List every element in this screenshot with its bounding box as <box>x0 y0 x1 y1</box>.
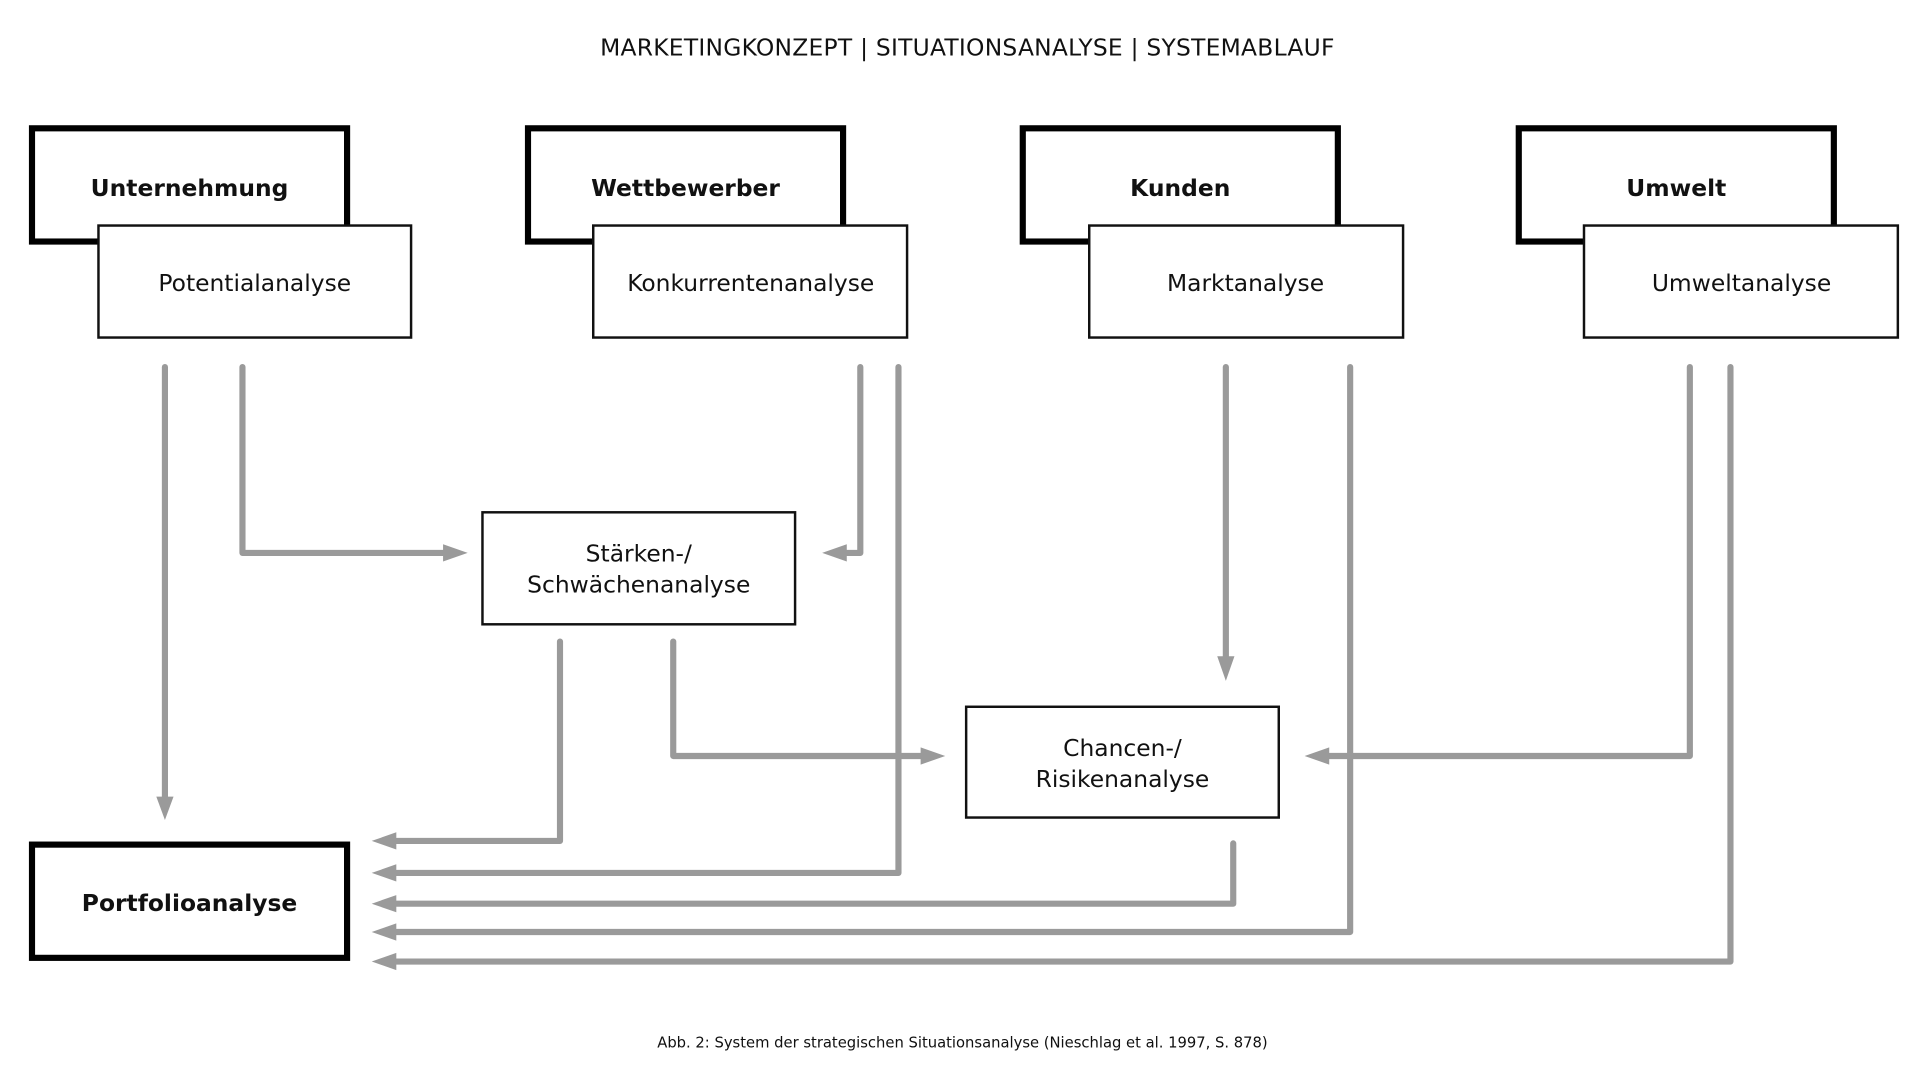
box-chancen-risiken: Chancen-/ Risikenanalyse <box>964 705 1280 819</box>
source-box-umwelt: Umwelt <box>1515 125 1837 245</box>
analysis-box-umweltanalyse: Umweltanalyse <box>1582 224 1900 339</box>
connector-staerken-chancen <box>670 638 927 760</box>
analysis-label: Umweltanalyse <box>1652 269 1831 297</box>
source-label: Wettbewerber <box>591 174 780 202</box>
arrowhead-left <box>371 864 397 882</box>
arrowhead-left <box>822 544 847 562</box>
arrowhead-right <box>443 544 468 562</box>
arrowhead-left <box>371 895 397 913</box>
analysis-box-potentialanalyse: Potentialanalyse <box>97 224 413 339</box>
source-label: Kunden <box>1130 174 1230 202</box>
arrowhead-right <box>920 747 946 765</box>
diagram-title: MARKETINGKONZEPT | SITUATIONSANALYSE | S… <box>600 34 1335 62</box>
source-label: Unternehmung <box>91 174 289 202</box>
connector-chancen-portfolio <box>390 840 1237 907</box>
box-staerken-schwaechen: Stärken-/ Schwächenanalyse <box>481 511 797 626</box>
chancen-line2: Risikenanalyse <box>1036 765 1210 793</box>
portfolio-label: Portfolioanalyse <box>82 889 297 917</box>
analysis-label: Marktanalyse <box>1167 269 1324 297</box>
connector-konkurrenten-portfolio <box>390 364 902 876</box>
analysis-box-marktanalyse: Marktanalyse <box>1088 224 1405 339</box>
box-portfolioanalyse: Portfolioanalyse <box>28 841 351 961</box>
arrowhead-left <box>371 832 397 850</box>
connector-staerken-portfolio <box>390 638 564 844</box>
arrowhead-down <box>1217 656 1235 681</box>
connector-umwelt-portfolio <box>390 364 1734 965</box>
arrowhead-left <box>1304 747 1330 765</box>
source-box-wettbewerber: Wettbewerber <box>524 125 847 245</box>
arrowhead-down <box>156 796 174 820</box>
connector-markt-portfolio <box>390 364 1354 936</box>
arrowhead-left <box>371 952 397 971</box>
source-label: Umwelt <box>1626 174 1726 202</box>
figure-caption: Abb. 2: System der strategischen Situati… <box>657 1035 1267 1052</box>
source-box-unternehmung: Unternehmung <box>28 125 351 245</box>
analysis-box-konkurrentenanalyse: Konkurrentenanalyse <box>592 224 909 339</box>
connector-potential-staerken <box>239 364 449 556</box>
connector-konkurrenten-staerken <box>841 364 864 556</box>
arrowhead-left <box>371 923 397 941</box>
chancen-line1: Chancen-/ <box>1063 734 1182 762</box>
staerken-line1: Stärken-/ <box>586 540 692 568</box>
analysis-label: Potentialanalyse <box>158 269 351 297</box>
analysis-label: Konkurrentenanalyse <box>627 269 874 297</box>
staerken-line2: Schwächenanalyse <box>527 570 750 598</box>
source-box-kunden: Kunden <box>1019 125 1341 245</box>
connector-umwelt-chancen <box>1323 364 1693 760</box>
